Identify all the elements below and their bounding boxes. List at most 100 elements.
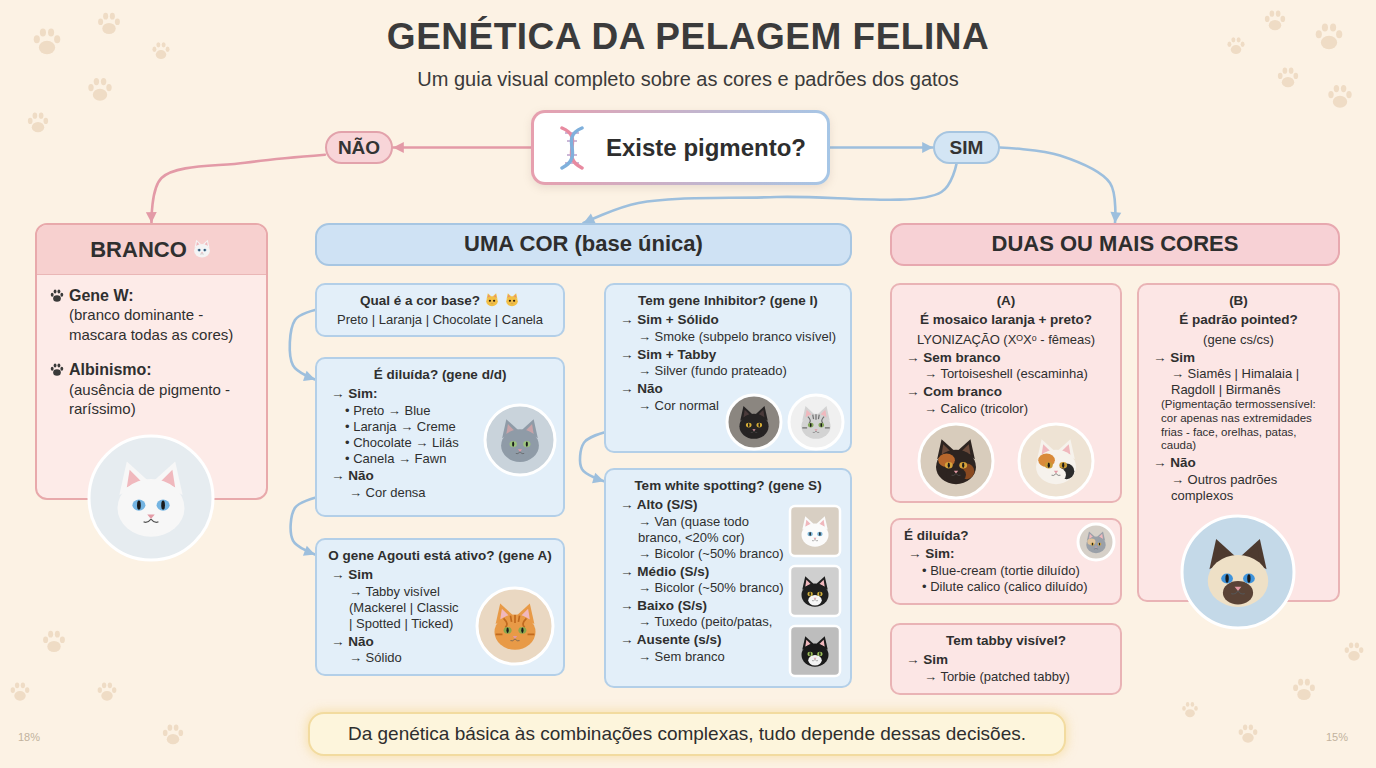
node-text: → Cor normal	[638, 398, 720, 414]
paw-prints	[11, 11, 1364, 745]
node-text: • Blue-cream (tortie diluído)	[922, 563, 1110, 579]
node-text: → Tuxedo (peito/patas,	[638, 614, 784, 630]
question-box: (A) É mosaico laranja + preto? LYONIZAÇÃO …	[890, 283, 1122, 503]
cat-thumbnail	[787, 623, 843, 679]
node-text: → Não	[620, 381, 720, 397]
node-text: DUAS OU MAIS CORES	[904, 231, 1326, 258]
node-text: É diluída?	[904, 528, 1110, 544]
node-text: É mosaico laranja + preto?	[902, 312, 1110, 328]
category-band: UMA COR (base única)	[315, 223, 852, 266]
footer-banner: Da genética básica às combinações comple…	[308, 712, 1066, 756]
answer-pill: SIM	[933, 131, 1000, 164]
node-text: → Outros padrões complexos	[1171, 472, 1328, 504]
cat-photo	[1179, 513, 1297, 631]
cat-photo	[916, 421, 996, 501]
node-text: Preto | Laranja | Chocolate | Canela	[327, 312, 553, 328]
connector-arrow	[291, 498, 315, 555]
answer-pill: NÃO	[325, 131, 393, 164]
cat-photo	[474, 585, 556, 667]
subtitle: Um guia visual completo sobre as cores e…	[188, 68, 1188, 91]
node-text: (ausência de pigmento - raríssimo)	[69, 380, 254, 419]
node-text: → Sim	[331, 567, 553, 583]
connector-arrow	[290, 310, 315, 379]
node-text: → Sem branco	[906, 350, 1110, 366]
question-box: É diluída? (gene d/d) → Sim:• Preto → Blu…	[315, 357, 565, 517]
cat-photo	[86, 433, 216, 563]
question-box: O gene Agouti está ativo? (gene A)→ Sim→…	[315, 538, 565, 676]
node-text: • Preto → Blue	[345, 403, 467, 419]
node-text: → Baixo (S/s)	[620, 598, 784, 614]
cat-emoji	[484, 292, 500, 308]
title-block: GENÉTICA DA PELAGEM FELINA	[0, 16, 1376, 58]
node-text: O gene Agouti está ativo? (gene A)	[327, 548, 553, 564]
node-text: → Sim	[906, 652, 1110, 668]
node-text: → Com branco	[906, 384, 1110, 400]
node-text: • Laranja → Creme	[345, 419, 467, 435]
question-box: Tem tabby visível? → Sim→ Torbie (patched…	[890, 623, 1122, 695]
cat-thumbnail	[787, 503, 843, 559]
node-text: Da genética básica às combinações comple…	[326, 722, 1048, 745]
node-text: SIM	[943, 136, 990, 159]
decision-box: Existe pigmento?	[531, 110, 830, 185]
connector-arrow	[151, 155, 325, 223]
node-text: (A)	[902, 293, 1110, 309]
cat-emoji	[504, 292, 520, 308]
question-box: Tem gene Inhibitor? (gene I) → Sim + Sóli…	[604, 283, 852, 453]
connector-arrow	[580, 433, 604, 482]
node-text: → Sólido	[349, 650, 553, 666]
node-text: Tem white spotting? (gene S)	[616, 478, 840, 494]
node-text: Existe pigmento?	[606, 133, 809, 162]
node-text: → Não	[331, 634, 553, 650]
node-text: Qual é a cor base?	[327, 292, 553, 309]
node-text: → Tabby visível (Mackerel | Classic | Sp…	[349, 584, 461, 632]
cat-photo	[786, 392, 846, 452]
node-text: (Pigmentação termossensível: cor apenas …	[1161, 398, 1328, 453]
node-text: → Médio (S/s)	[620, 564, 784, 580]
cat-photo	[724, 392, 784, 452]
paw-icon	[49, 362, 65, 378]
cat-thumbnail	[787, 563, 843, 619]
node-text: Albinismo:	[69, 360, 254, 380]
question-box: Tem white spotting? (gene S)→ Alto (S/S)…	[604, 468, 852, 688]
watermark: 15%	[1326, 731, 1366, 743]
node-text: NÃO	[335, 136, 383, 159]
node-text: Tem gene Inhibitor? (gene I)	[616, 293, 840, 309]
node-text: (branco dominante - mascara todas as cor…	[69, 305, 254, 344]
node-text: → Sim + Sólido	[620, 312, 840, 328]
node-text: → Siamês | Himalaia | Ragdoll | Birmanês	[1171, 366, 1328, 398]
node-text: É diluída? (gene d/d)	[327, 367, 553, 383]
node-text: → Sim:	[908, 546, 1110, 562]
subtitle: Um guia visual completo sobre as cores e…	[417, 68, 958, 90]
node-text: → Tortoiseshell (escaminha)	[924, 366, 1110, 382]
node-text: → Torbie (patched tabby)	[924, 669, 1110, 685]
node-text: → Smoke (subpelo branco visível)	[638, 329, 840, 345]
connector-arrow	[1000, 148, 1115, 224]
cat-photo	[1016, 421, 1096, 501]
node-text: Gene W:	[69, 286, 254, 306]
node-text: → Sim:	[331, 386, 467, 402]
node-text: → Não	[331, 468, 553, 484]
node-text: LYONIZAÇÃO (XᴼXᵒ - fêmeas)	[902, 332, 1110, 348]
node-text: → Calico (tricolor)	[924, 401, 1110, 417]
node-text: → Cor densa	[349, 485, 553, 501]
node-text: → Não	[1153, 455, 1328, 471]
node-text: → Sim	[1153, 350, 1328, 366]
node-text: UMA COR (base única)	[329, 231, 838, 258]
question-box: (B)É padrão pointed?(gene cs/cs)→ Sim→ S…	[1137, 283, 1340, 602]
question-box: É diluída? → Sim:• Blue-cream (tortie dil…	[890, 518, 1122, 605]
node-text: • Chocolate → Lilás	[345, 435, 467, 451]
node-text: (gene cs/cs)	[1149, 332, 1328, 348]
node-text: Tem tabby visível?	[902, 633, 1110, 649]
node-text: → Sem branco	[638, 649, 784, 665]
cat-photo	[482, 402, 558, 478]
watermark: 18%	[18, 731, 58, 743]
node-text: → Van (quase todo branco, <20% cor)	[638, 514, 784, 546]
node-text: → Silver (fundo prateado)	[638, 363, 840, 379]
cat-emoji	[191, 238, 213, 260]
node-text: BRANCO	[49, 237, 254, 264]
paw-icon	[49, 288, 65, 304]
connector-arrow	[393, 146, 531, 149]
node-text: → Bicolor (~50% branco)	[638, 546, 784, 562]
connector-arrow	[830, 146, 933, 149]
node-text: → Ausente (s/s)	[620, 632, 784, 648]
